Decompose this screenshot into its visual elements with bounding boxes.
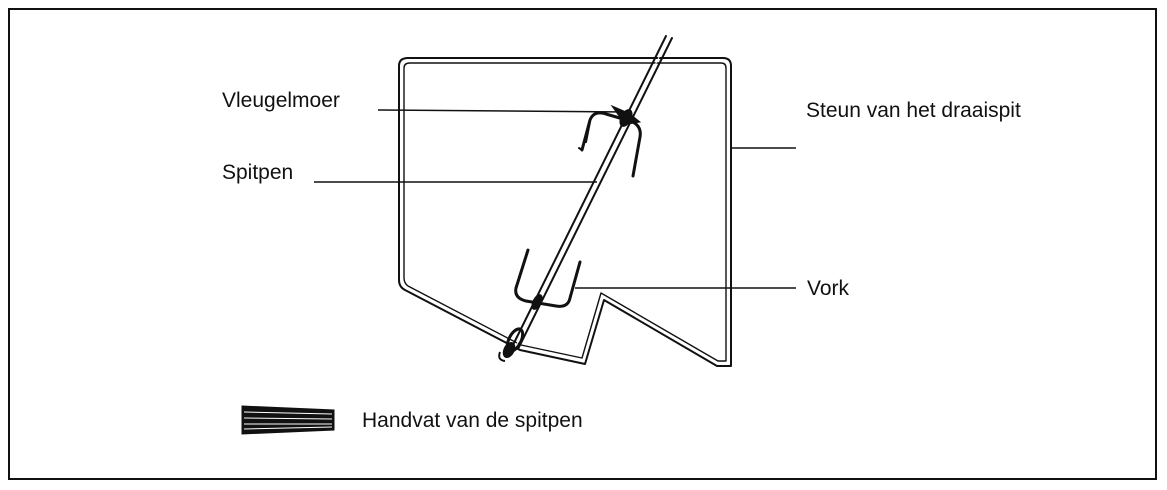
leader-lines xyxy=(314,109,796,289)
rotisserie-support-bracket xyxy=(398,57,732,367)
spit-rod-end xyxy=(498,327,525,362)
diagram-frame xyxy=(8,8,1157,480)
label-wing-nut: Vleugelmoer xyxy=(222,89,340,112)
lower-fork xyxy=(514,248,582,310)
label-spit-handle: Handvat van de spitpen xyxy=(362,409,583,432)
spit-handle-icon xyxy=(241,405,335,435)
leader-wing-nut xyxy=(377,109,629,113)
label-rotisserie-support: Steun van het draaispit xyxy=(806,99,1021,122)
label-spit-rod: Spitpen xyxy=(222,161,294,184)
upper-fork xyxy=(578,111,642,178)
label-fork: Vork xyxy=(807,277,850,300)
wing-nut xyxy=(610,104,642,127)
